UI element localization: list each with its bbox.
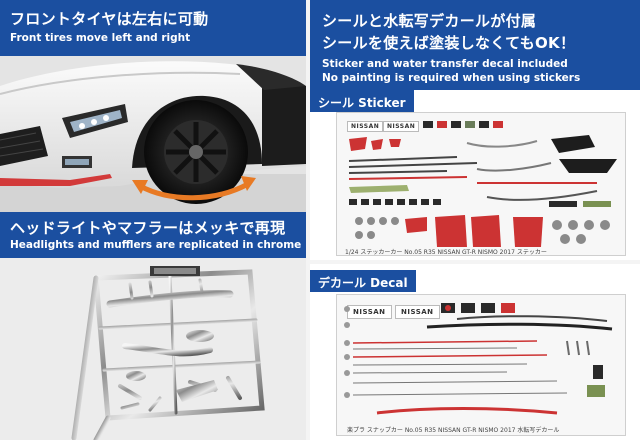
decals-subtitle-line2: No painting is required when using stick… bbox=[322, 72, 581, 84]
chrome-parts-panel: ヘッドライトやマフラーはメッキで再現 Headlights and muffle… bbox=[0, 212, 306, 440]
decal-sheet: NISSAN NISSAN bbox=[336, 294, 626, 436]
chrome-parts-title: ヘッドライトやマフラーはメッキで再現 bbox=[10, 219, 286, 237]
decals-title-line2: シールを使えば塗装しなくてもOK！ bbox=[322, 34, 576, 52]
sticker-brand-plate-1: NISSAN bbox=[347, 121, 384, 132]
sticker-sheet: NISSAN NISSAN bbox=[336, 112, 626, 256]
car-front-illustration bbox=[0, 56, 306, 212]
sticker-tag: シール Sticker bbox=[310, 90, 414, 112]
sticker-brand-plate-2: NISSAN bbox=[383, 121, 420, 132]
decals-panel: シールと水転写デカールが付属 シールを使えば塗装しなくてもOK！ Sticker… bbox=[310, 0, 640, 440]
decals-title-line1: シールと水転写デカールが付属 bbox=[322, 12, 537, 30]
front-tires-title: フロントタイヤは左右に可動 bbox=[10, 10, 209, 28]
chrome-parts-header: ヘッドライトやマフラーはメッキで再現 Headlights and muffle… bbox=[0, 212, 306, 258]
sticker-sheet-caption: 1/24 ステッカーカー No.05 R35 NISSAN GT-R NISMO… bbox=[345, 249, 547, 256]
decal-brand-plate-2: NISSAN bbox=[395, 305, 440, 319]
front-tires-panel: フロントタイヤは左右に可動 Front tires move left and … bbox=[0, 0, 306, 212]
decal-brand-plate-1: NISSAN bbox=[347, 305, 392, 319]
chrome-parts-subtitle: Headlights and mufflers are replicated i… bbox=[10, 239, 302, 251]
front-tires-subtitle: Front tires move left and right bbox=[10, 32, 191, 44]
decal-section: デカール Decal NISSAN NISSAN bbox=[310, 264, 640, 440]
decal-tag: デカール Decal bbox=[310, 270, 416, 292]
chrome-runner-photo bbox=[0, 258, 306, 440]
sticker-sheet-art bbox=[348, 121, 617, 247]
decals-header: シールと水転写デカールが付属 シールを使えば塗装しなくてもOK！ Sticker… bbox=[310, 0, 640, 90]
decals-subtitle-line1: Sticker and water transfer decal include… bbox=[322, 58, 568, 70]
chrome-runner-illustration bbox=[0, 258, 306, 440]
sticker-section: シール Sticker NISSAN NISSAN bbox=[310, 90, 640, 260]
car-front-photo bbox=[0, 56, 306, 212]
decal-sheet-art bbox=[344, 303, 613, 415]
front-tires-header: フロントタイヤは左右に可動 Front tires move left and … bbox=[0, 0, 306, 56]
decal-sheet-caption: 楽プラ スナップカー No.05 R35 NISSAN GT-R NISMO 2… bbox=[347, 427, 560, 434]
